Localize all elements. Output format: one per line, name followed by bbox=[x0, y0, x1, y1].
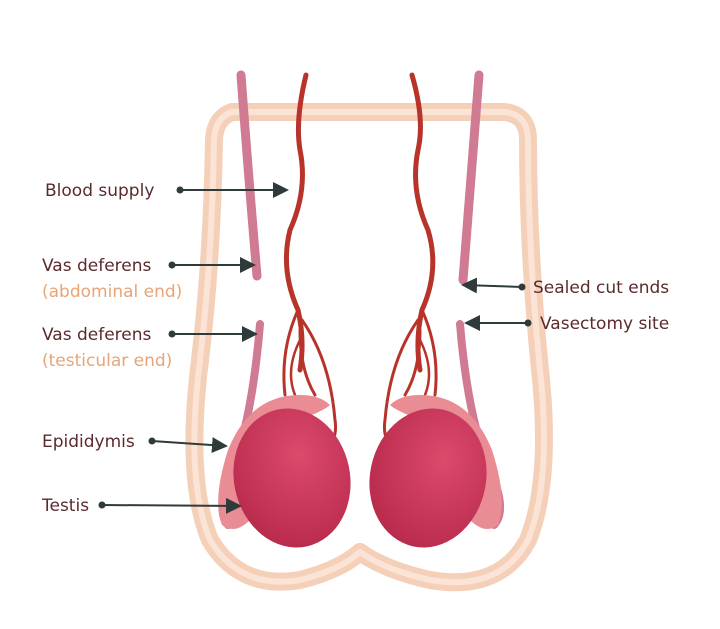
testis-left bbox=[218, 395, 351, 548]
pointer-vas-abdominal bbox=[168, 257, 256, 273]
label-blood-supply: Blood supply bbox=[45, 181, 154, 201]
pointer-sealed-cut-ends bbox=[461, 277, 526, 294]
pointer-epididymis bbox=[148, 437, 228, 454]
label-vasectomy-site: Vasectomy site bbox=[540, 314, 669, 334]
pointer-blood-supply bbox=[176, 182, 289, 198]
testis-right bbox=[369, 395, 502, 548]
label-vas-testicular: Vas deferens bbox=[42, 325, 152, 345]
pointer-testis bbox=[98, 497, 242, 514]
label-testis: Testis bbox=[41, 496, 89, 516]
pointer-vas-testicular bbox=[168, 326, 258, 342]
pointer-vasectomy-site bbox=[464, 315, 532, 331]
label-vas-abdominal: Vas deferens bbox=[42, 256, 152, 276]
label-epididymis: Epididymis bbox=[42, 432, 135, 452]
blood-vessels-right bbox=[383, 72, 438, 452]
label-sealed-cut-ends: Sealed cut ends bbox=[533, 278, 669, 298]
blood-vessels-left bbox=[282, 72, 337, 452]
label-vas-testicular-sub: (testicular end) bbox=[42, 351, 172, 371]
label-vas-abdominal-sub: (abdominal end) bbox=[42, 282, 182, 302]
